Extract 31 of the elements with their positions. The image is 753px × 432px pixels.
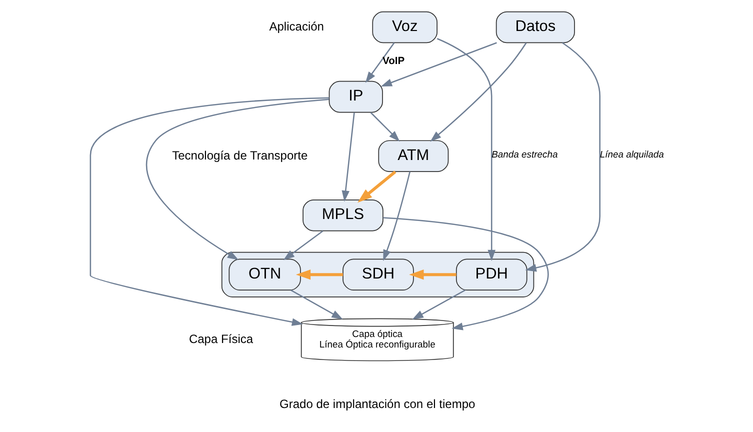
arrow — [383, 172, 410, 261]
node-box: Datos — [496, 11, 575, 44]
arrow — [380, 42, 497, 87]
edge-label: Banda estrecha — [492, 150, 558, 161]
arrow — [290, 290, 343, 320]
arrow — [296, 270, 343, 280]
arrow — [430, 42, 527, 142]
node-box: ATM — [378, 140, 449, 172]
arrow — [409, 270, 456, 280]
label: Tecnología de Transporte — [172, 148, 308, 162]
node-box: IP — [328, 80, 383, 113]
arrow — [412, 290, 466, 320]
label: Capa Física — [188, 332, 254, 346]
node-box: MPLS — [302, 199, 384, 232]
arrow — [383, 217, 549, 330]
node-box: PDH — [456, 258, 528, 291]
node-box: Voz — [372, 11, 438, 44]
label: Grado de implantación con el tiempo — [280, 396, 476, 411]
arrow — [358, 170, 396, 203]
arrow — [90, 97, 330, 326]
arrow — [283, 230, 324, 260]
edge-label: VoIP — [382, 56, 405, 67]
label: Aplicación — [269, 19, 324, 34]
arrow — [436, 38, 496, 262]
arrow — [365, 42, 395, 83]
node-box: SDH — [342, 258, 414, 291]
arrow — [525, 42, 600, 272]
arrow — [146, 98, 330, 260]
node-box: OTN — [228, 258, 301, 291]
arrow — [342, 112, 355, 202]
arrow — [370, 112, 400, 142]
